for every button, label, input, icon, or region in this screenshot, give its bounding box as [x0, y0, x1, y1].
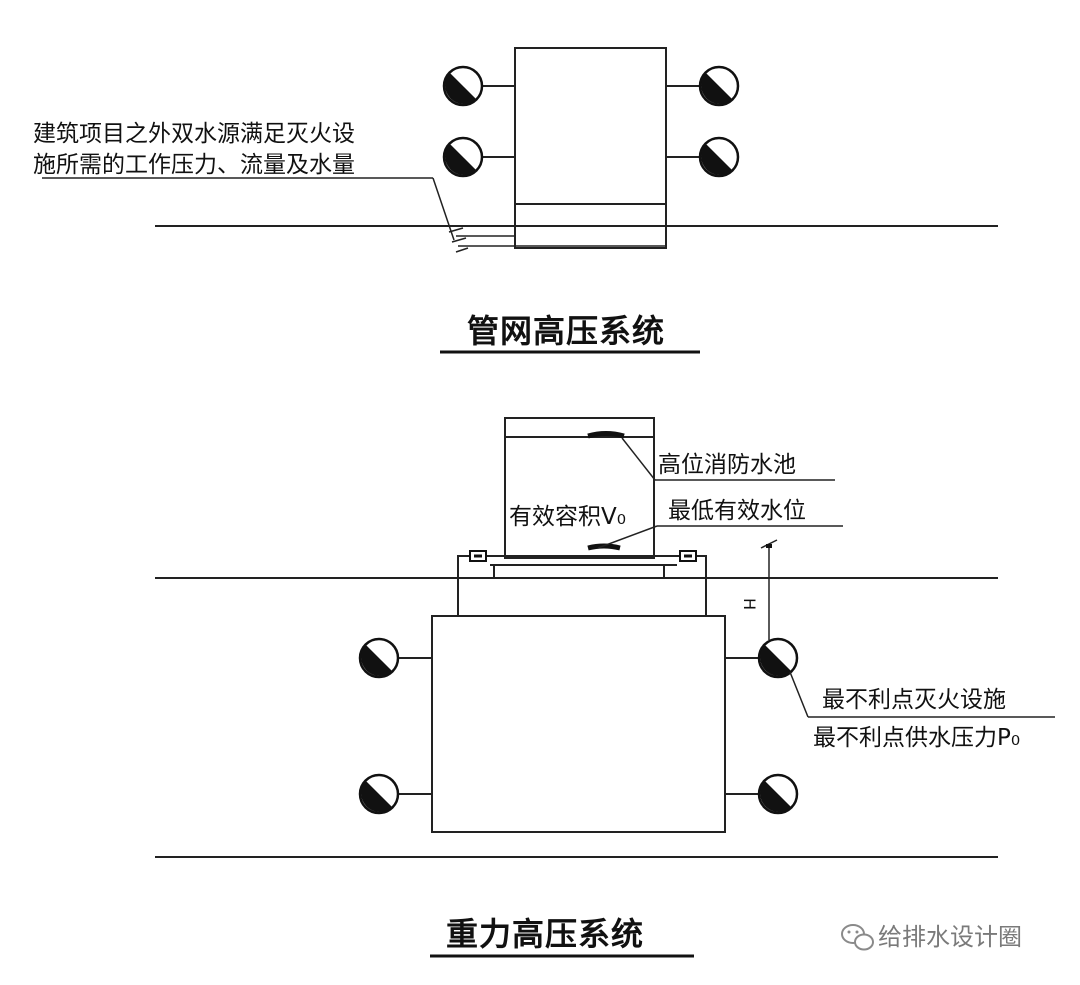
- hydrant-icon: [698, 65, 740, 107]
- callout-text-line-2: 施所需的工作压力、流量及水量: [33, 152, 355, 178]
- tank-base: [457, 550, 707, 617]
- fire-water-tank: [504, 417, 655, 559]
- hydrant-icon: [442, 136, 484, 178]
- diagram-title-bottom: 重力高压系统: [446, 915, 644, 953]
- hydrant-icon: [757, 637, 799, 679]
- building-top: [514, 47, 667, 249]
- hydrant-icon: [358, 773, 400, 815]
- hydrant-icon: [757, 773, 799, 815]
- building-bottom: [431, 615, 726, 833]
- water-level-label: 最低有效水位: [668, 498, 806, 524]
- tank-label: 高位消防水池: [658, 452, 796, 478]
- hydrant-icon: [442, 65, 484, 107]
- critical-point-label-2: 最不利点供水压力P₀: [813, 725, 1020, 751]
- hydrant-icon: [698, 136, 740, 178]
- watermark-text: 给排水设计圈: [878, 923, 1022, 951]
- wechat-icon: [841, 924, 874, 951]
- critical-point-leader: [789, 671, 1055, 718]
- pipe-network-diagram: 建筑项目之外双水源满足灭火设 施所需的工作压力、流量及水量 管网高压系统: [33, 47, 998, 354]
- diagram-title-top: 管网高压系统: [467, 312, 665, 350]
- height-dimension: [760, 539, 778, 640]
- effective-volume-label: 有效容积V₀: [509, 504, 626, 530]
- height-label: H: [740, 598, 759, 610]
- gravity-system-diagram: H 高位消防水池 最低有效水位 有效容积V₀ 最不利点灭火设施 最不利点供水压力…: [155, 417, 1055, 958]
- callout-text-line-1: 建筑项目之外双水源满足灭火设: [33, 121, 355, 147]
- watermark: 给排水设计圈: [841, 923, 1022, 951]
- callout-leader-top: [42, 177, 666, 253]
- hydrant-icon: [358, 637, 400, 679]
- critical-point-label-1: 最不利点灭火设施: [822, 687, 1006, 713]
- tank-label-leaders: [597, 437, 843, 549]
